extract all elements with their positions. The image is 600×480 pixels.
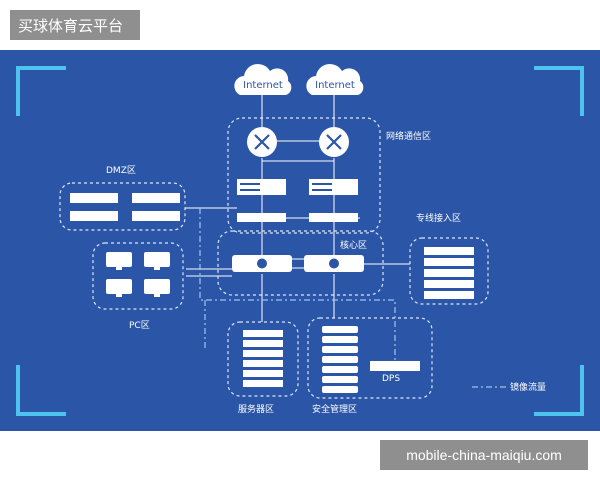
zone-label-leased: 专线接入区 <box>416 212 461 224</box>
server-icon <box>132 211 180 221</box>
zone-label-server: 服务器区 <box>238 403 274 415</box>
watermark-text: mobile-china-maiqiu.com <box>406 447 562 463</box>
server-icon <box>424 258 474 266</box>
zone-pc-outline <box>92 242 184 310</box>
zone-dmz-outline <box>59 182 186 231</box>
core-switch-icon-2 <box>304 255 364 272</box>
router-icon-1 <box>247 127 277 157</box>
pc-monitors <box>106 252 170 297</box>
network-switch-icon <box>309 213 358 222</box>
cloud-internet-1: Internet <box>234 63 292 95</box>
corner-bracket-tl <box>16 66 66 116</box>
monitor-icon <box>144 279 170 297</box>
monitor-icon <box>144 252 170 270</box>
zone-security-outline <box>307 317 433 399</box>
zone-label-security: 安全管理区 <box>312 403 357 415</box>
network-server-icon <box>237 179 286 195</box>
cloud-label-2: Internet <box>315 80 355 91</box>
monitor-icon <box>106 252 132 270</box>
server-icon <box>70 193 118 203</box>
corner-bracket-bl <box>16 365 66 416</box>
server-icon <box>424 291 474 299</box>
zone-label-dmz: DMZ区 <box>106 165 136 176</box>
mirror-lines <box>199 208 506 388</box>
server-icon <box>424 269 474 277</box>
server-icon <box>424 247 474 255</box>
corner-brackets <box>16 66 584 416</box>
corner-bracket-tr <box>534 66 584 116</box>
zone-label-core: 核心区 <box>340 239 367 251</box>
network-switch-icon <box>237 213 286 222</box>
router-icon-2 <box>319 127 349 157</box>
watermark-badge: mobile-china-maiqiu.com <box>380 440 588 470</box>
network-devices <box>237 179 358 222</box>
server-icon <box>70 211 118 221</box>
dps-device-icon <box>370 361 420 371</box>
network-diagram: Internet Internet <box>0 50 600 431</box>
legend-mirror-traffic: 镜像流量 <box>510 381 546 393</box>
corner-bracket-br <box>534 365 584 416</box>
zone-label-dps: DPS <box>382 374 400 384</box>
network-server-icon <box>309 179 358 195</box>
core-switch-icon-1 <box>232 255 292 272</box>
title-badge: 买球体育云平台 <box>10 10 140 40</box>
page-title: 买球体育云平台 <box>18 16 124 35</box>
cloud-label-1: Internet <box>243 80 283 91</box>
server-rack-icon <box>243 330 283 387</box>
zone-outlines <box>59 117 489 399</box>
leased-line-servers <box>424 247 474 299</box>
zone-core-outline <box>217 230 384 296</box>
zone-network-outline <box>227 117 381 234</box>
cloud-internet-2: Internet <box>306 63 364 95</box>
zone-label-pc: PC区 <box>129 320 150 331</box>
diagram-canvas: Internet Internet <box>16 63 584 416</box>
server-icon <box>424 280 474 288</box>
monitor-icon <box>106 279 132 297</box>
zone-label-network: 网络通信区 <box>386 130 431 142</box>
zone-leased-outline <box>409 237 489 305</box>
connection-lines <box>185 95 410 322</box>
zone-server-outline <box>227 321 299 397</box>
server-icon <box>132 193 180 203</box>
dmz-servers <box>70 193 180 221</box>
security-storage-icon <box>322 326 358 393</box>
